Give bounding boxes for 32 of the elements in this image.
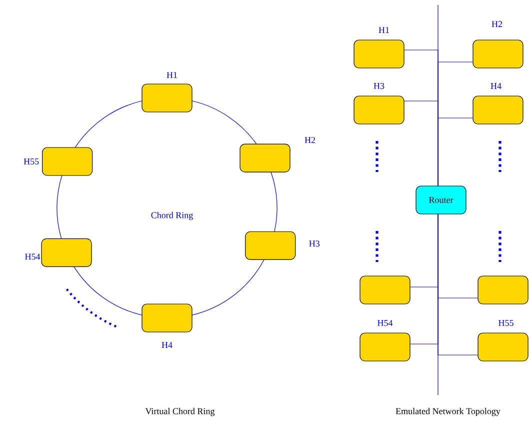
node-label: H4	[490, 83, 502, 89]
node-label: H54	[378, 320, 393, 326]
host-box: H54	[25, 238, 92, 268]
node-label: H2	[304, 137, 316, 144]
connector-line	[438, 214, 478, 356]
caption: Virtual Chord Ring	[145, 408, 215, 416]
host-box	[360, 276, 410, 304]
ring-label: Chord Ring	[151, 212, 193, 220]
node-label: H55	[498, 320, 514, 326]
node-label: H1	[378, 27, 389, 33]
host-box	[478, 276, 528, 304]
connector-line	[438, 118, 473, 186]
node-label: H3	[374, 82, 384, 90]
caption: Emulated Network Topology	[396, 408, 500, 416]
host-box: H3	[245, 231, 320, 260]
host-box: H1	[142, 72, 192, 112]
host-box: H1	[354, 27, 404, 68]
host-box: H55	[24, 147, 93, 176]
host-box: H2	[240, 137, 315, 172]
node-label: H54	[25, 254, 40, 260]
host-box: H2	[472, 21, 524, 68]
node-label: H1	[166, 72, 177, 78]
host-box: H4	[142, 304, 192, 348]
node-label: H3	[309, 240, 320, 247]
host-box: H4	[472, 83, 524, 124]
host-box: H55	[478, 320, 528, 362]
router-box: Router	[416, 186, 466, 214]
host-box: H3	[354, 82, 404, 124]
node-label: H4	[162, 342, 172, 348]
node-label: H2	[492, 21, 502, 27]
node-label: H55	[24, 158, 39, 164]
host-box: H54	[360, 320, 410, 362]
